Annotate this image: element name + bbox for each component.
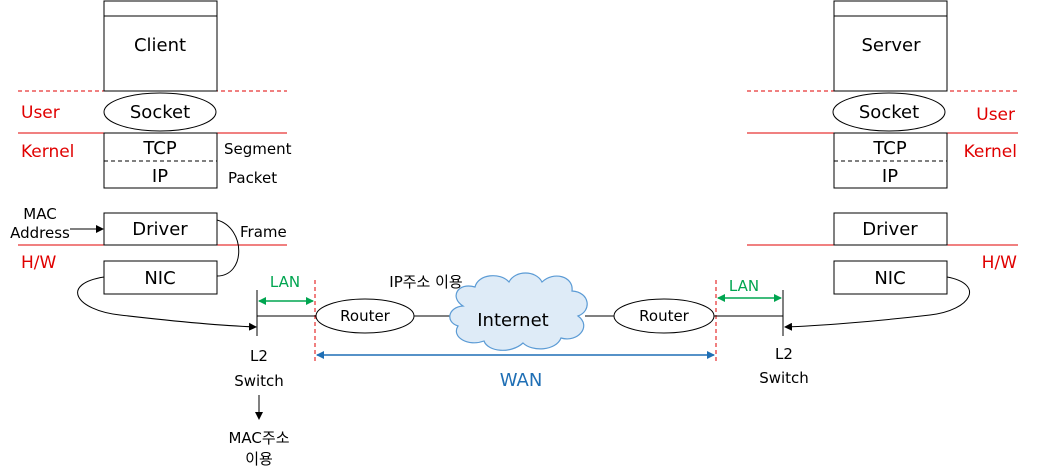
- left-switch-label-line2: Switch: [234, 372, 284, 390]
- server-socket-label: Socket: [859, 102, 919, 123]
- server-tcp-label: TCP: [872, 138, 907, 159]
- left-router-label: Router: [340, 307, 391, 325]
- client-driver-box: [103, 212, 218, 246]
- network: L2 Switch MAC주소 이용 LAN Router IP주소 이용 In…: [228, 272, 809, 468]
- mac-usage-label-line1: MAC주소: [228, 429, 289, 447]
- right-switch-label-line2: Switch: [759, 369, 809, 387]
- server-user-label: User: [976, 105, 1015, 125]
- client-nic-to-switch-curve: [77, 276, 257, 331]
- server-hw-label: H/W: [982, 253, 1018, 273]
- mac-usage-label-line2: 이용: [245, 450, 273, 468]
- client-hw-label: H/W: [21, 253, 57, 273]
- server-driver-box: [833, 212, 948, 246]
- server-nic-to-switch-curve: [784, 276, 970, 331]
- server-host: Server Socket TCP IP Driver NIC User Ker…: [784, 0, 1018, 331]
- client-title: Client: [134, 35, 186, 56]
- client-host: Client Socket TCP IP Driver NIC User Ker…: [10, 0, 292, 331]
- client-tcp-label: TCP: [142, 138, 177, 159]
- client-nic-label: NIC: [144, 268, 175, 289]
- server-driver-label: Driver: [862, 219, 918, 240]
- client-ip-label: IP: [152, 166, 168, 187]
- client-socket: [103, 92, 217, 132]
- right-lan-label: LAN: [729, 277, 759, 295]
- server-ip-label: IP: [882, 166, 898, 187]
- mac-address-label-line2: Address: [10, 224, 70, 242]
- segment-label: Segment: [224, 140, 292, 158]
- ip-usage-label: IP주소 이용: [389, 273, 462, 291]
- wan-label: WAN: [500, 370, 543, 391]
- right-router-label: Router: [639, 307, 690, 325]
- internet-label: Internet: [477, 310, 548, 331]
- server-title: Server: [861, 35, 921, 56]
- client-driver-label: Driver: [132, 219, 188, 240]
- frame-connector: [216, 219, 240, 277]
- left-switch-label-line1: L2: [250, 347, 268, 365]
- client-socket-label: Socket: [130, 102, 190, 123]
- client-nic-box: [103, 260, 218, 295]
- server-kernel-label: Kernel: [964, 142, 1017, 162]
- client-user-label: User: [21, 103, 60, 123]
- server-socket: [832, 92, 946, 132]
- server-nic-box: [833, 260, 948, 295]
- right-switch-label-line1: L2: [775, 345, 793, 363]
- packet-label: Packet: [228, 169, 277, 187]
- mac-address-label-line1: MAC: [23, 205, 56, 223]
- left-lan-label: LAN: [270, 273, 300, 291]
- frame-label: Frame: [240, 223, 287, 241]
- server-nic-label: NIC: [874, 268, 905, 289]
- internet-cloud: [449, 272, 588, 351]
- client-kernel-label: Kernel: [21, 142, 74, 162]
